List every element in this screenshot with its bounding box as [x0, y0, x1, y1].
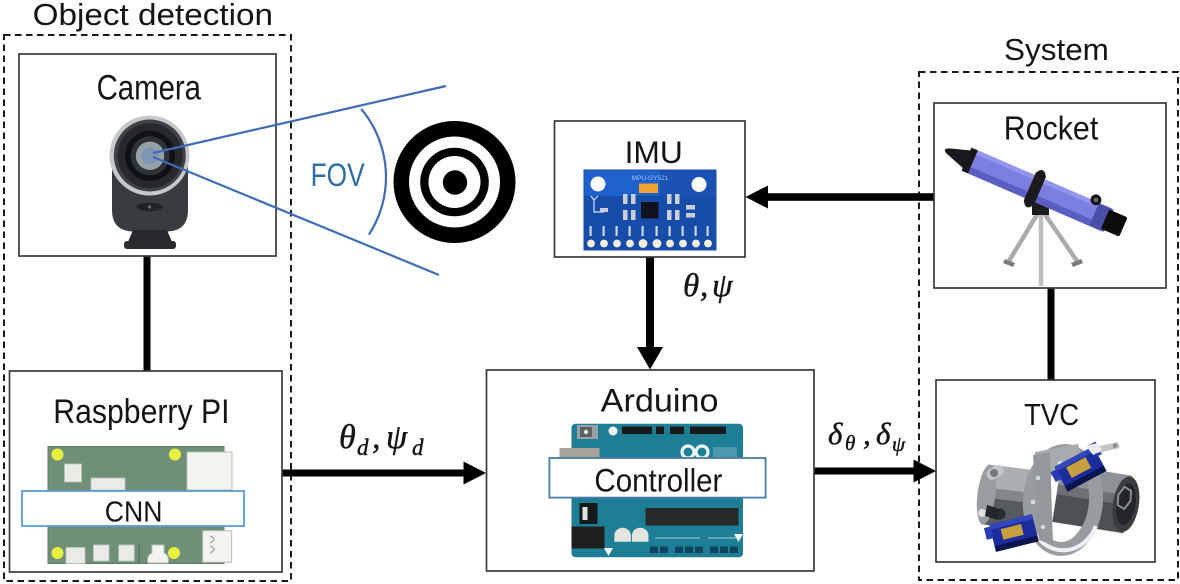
- svg-text:δ: δ: [828, 416, 843, 451]
- svg-text:System: System: [1004, 32, 1109, 67]
- svg-text:ψ: ψ: [712, 268, 733, 304]
- svg-text:,: ,: [372, 419, 381, 456]
- svg-text:θ: θ: [683, 268, 699, 304]
- svg-text:Raspberry PI: Raspberry PI: [53, 393, 229, 431]
- svg-text:θ: θ: [339, 419, 356, 456]
- svg-text:IMU: IMU: [625, 134, 683, 170]
- svg-text:Arduino: Arduino: [601, 383, 719, 419]
- svg-text:MPU-GY521: MPU-GY521: [632, 175, 669, 182]
- svg-text:,: ,: [863, 416, 871, 451]
- svg-text:d: d: [412, 435, 424, 460]
- svg-text:Controller: Controller: [594, 462, 722, 498]
- svg-text:,: ,: [700, 268, 708, 304]
- svg-text:CNN: CNN: [105, 496, 163, 528]
- svg-text:ψ: ψ: [892, 432, 906, 456]
- svg-text:θ: θ: [845, 431, 855, 455]
- svg-text:δ: δ: [876, 416, 891, 451]
- svg-text:TVC: TVC: [1024, 398, 1079, 432]
- svg-text:ψ: ψ: [386, 419, 408, 456]
- svg-text:Camera: Camera: [97, 68, 202, 107]
- svg-text:Rocket: Rocket: [1004, 110, 1099, 147]
- svg-text:FOV: FOV: [311, 157, 366, 193]
- svg-text:Object detection: Object detection: [33, 0, 273, 32]
- svg-text:d: d: [357, 435, 369, 460]
